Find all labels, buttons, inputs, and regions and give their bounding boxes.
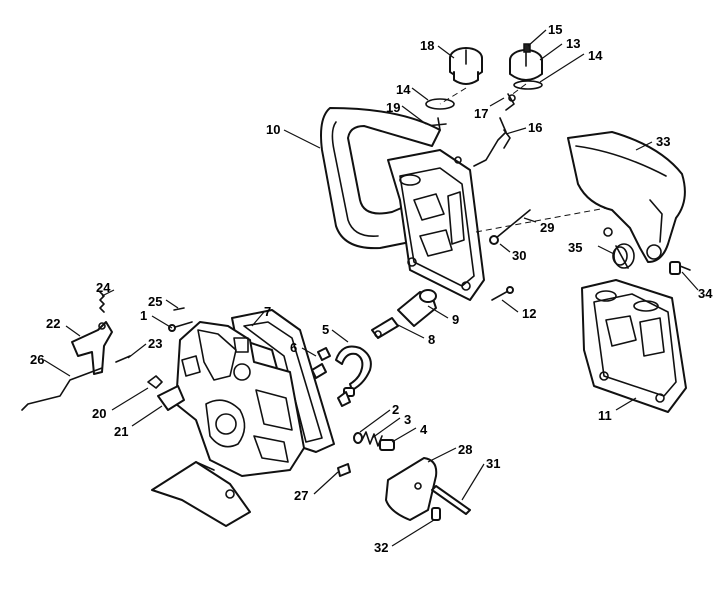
callout-6: 6 [290,340,297,355]
part-14-oring-left [425,98,455,110]
part-33-cover [567,131,686,263]
part-11-housing [581,279,687,413]
part-34-bolt [669,261,691,275]
part-1-screw [168,321,193,332]
callout-34: 34 [698,286,713,301]
callout-18: 18 [420,38,434,53]
part-26-rod [21,367,103,411]
callout-15: 15 [548,22,562,37]
callout-28: 28 [458,442,472,457]
callout-3: 3 [404,412,411,427]
part-27-nozzle [337,463,351,477]
part-28-plate [385,457,438,521]
callout-13: 13 [566,36,580,51]
part-32-screw [431,507,441,521]
callout-20: 20 [92,406,106,421]
callout-30: 30 [512,248,526,263]
part-20-spring [147,375,163,389]
part-3-spring [361,431,383,447]
callout-22: 22 [46,316,60,331]
callout-14-right: 14 [588,48,603,63]
part-25-screw [173,307,185,311]
callout-labels: 1 2 3 4 5 6 7 8 9 10 11 12 13 14 14 15 1… [30,22,713,555]
callout-32: 32 [374,540,388,555]
callout-35: 35 [568,240,582,255]
callout-8: 8 [428,332,435,347]
part-5-hose [335,345,372,397]
callout-16: 16 [528,120,542,135]
part-4-bolt [379,439,395,451]
callout-33: 33 [656,134,670,149]
callout-29: 29 [540,220,554,235]
callout-1: 1 [140,308,147,323]
part-6b-fitting [337,391,351,407]
main-crankcase [175,321,305,477]
part-12-screw [491,286,514,301]
callout-4: 4 [420,422,428,437]
callout-5: 5 [322,322,329,337]
callout-25: 25 [148,294,162,309]
callout-7: 7 [264,304,271,319]
callout-31: 31 [486,456,500,471]
part-22-lever [71,321,113,375]
callout-14-left: 14 [396,82,411,97]
part-13-cap [509,43,543,81]
part-17-clip [505,93,516,111]
callout-10: 10 [266,122,280,137]
part-14-oring-right [513,80,543,90]
part-9-fitting [397,289,437,327]
part-23-screw [115,355,131,363]
part-16-spring-wire [473,117,511,167]
part-10-handle-frame [320,107,485,301]
bottom-plate [151,461,251,527]
callout-19: 19 [386,100,400,115]
callout-11: 11 [598,408,612,423]
callout-9: 9 [452,312,459,327]
callout-21: 21 [114,424,128,439]
part-8-nozzle [371,317,399,339]
callout-27: 27 [294,488,308,503]
part-31-pin [431,485,471,515]
part-35-spring [612,243,635,269]
part-21-bracket [157,385,185,411]
callout-2: 2 [392,402,399,417]
part-29-bolt [489,209,531,245]
callout-12: 12 [522,306,536,321]
part-6-fitting [311,347,331,379]
callout-23: 23 [148,336,162,351]
assembly-lines [439,83,607,233]
callout-24: 24 [96,280,111,295]
part-18-cap [449,47,483,85]
callout-17: 17 [474,106,488,121]
leader-lines [43,29,699,547]
callout-26: 26 [30,352,44,367]
part-2-washer [353,432,363,444]
